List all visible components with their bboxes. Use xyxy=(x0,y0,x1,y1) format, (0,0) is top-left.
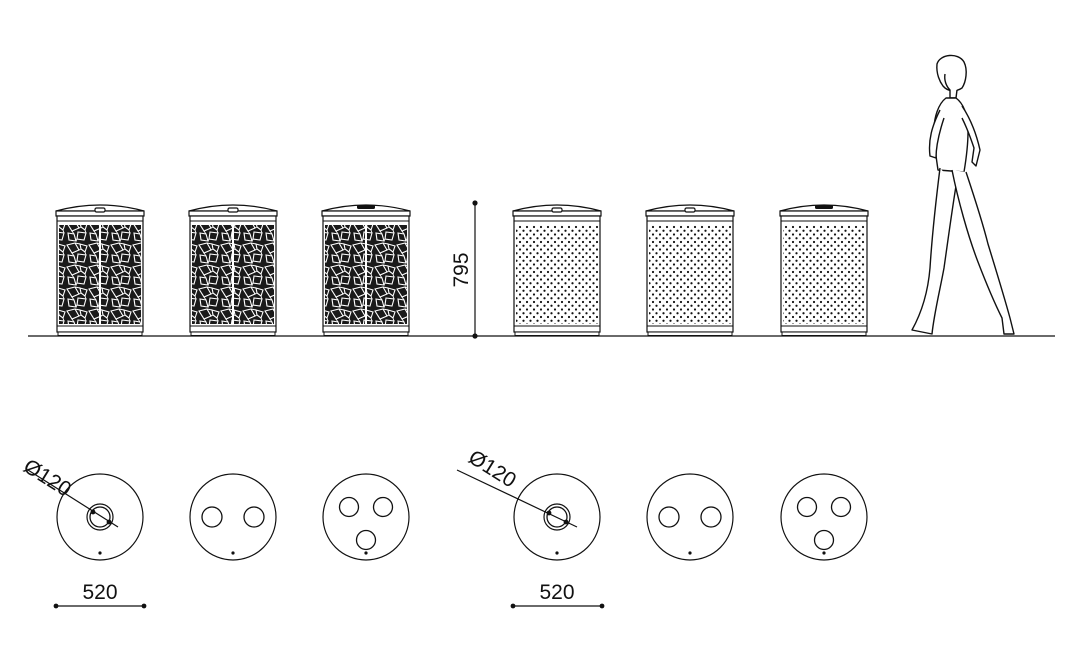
opening-circle xyxy=(243,506,265,528)
opening-circle xyxy=(830,496,852,518)
opening-circle xyxy=(338,496,360,518)
opening-circle xyxy=(796,496,818,518)
elevation-bin xyxy=(188,204,278,336)
plan-bin xyxy=(646,473,734,561)
plan-bin xyxy=(189,473,277,561)
height-dimension: 795 xyxy=(450,200,478,339)
opening-circle xyxy=(813,529,835,551)
opening-circle xyxy=(546,506,568,528)
elevation-bin xyxy=(779,204,869,336)
height-dimension-label: 795 xyxy=(450,252,473,287)
elevation-bin xyxy=(512,204,602,336)
walking-woman-figure xyxy=(911,54,1015,335)
plan-bin xyxy=(322,473,410,561)
diameter-label-right: Ø120 xyxy=(464,446,520,493)
opening-circle xyxy=(355,529,377,551)
elevation-bin xyxy=(645,204,735,336)
diameter-label-left: Ø120 xyxy=(19,455,75,502)
opening-circle xyxy=(372,496,394,518)
opening-circle xyxy=(658,506,680,528)
plan-bin xyxy=(56,473,144,561)
elevation-bins xyxy=(55,204,869,336)
opening-circle xyxy=(89,506,111,528)
opening-circle xyxy=(201,506,223,528)
elevation-bin xyxy=(55,204,145,336)
opening-circle xyxy=(700,506,722,528)
plan-bin xyxy=(780,473,868,561)
elevation-bin xyxy=(321,204,411,336)
width-label-right: 520 xyxy=(539,581,574,604)
width-label-left: 520 xyxy=(82,581,117,604)
plan-bins xyxy=(56,473,868,561)
